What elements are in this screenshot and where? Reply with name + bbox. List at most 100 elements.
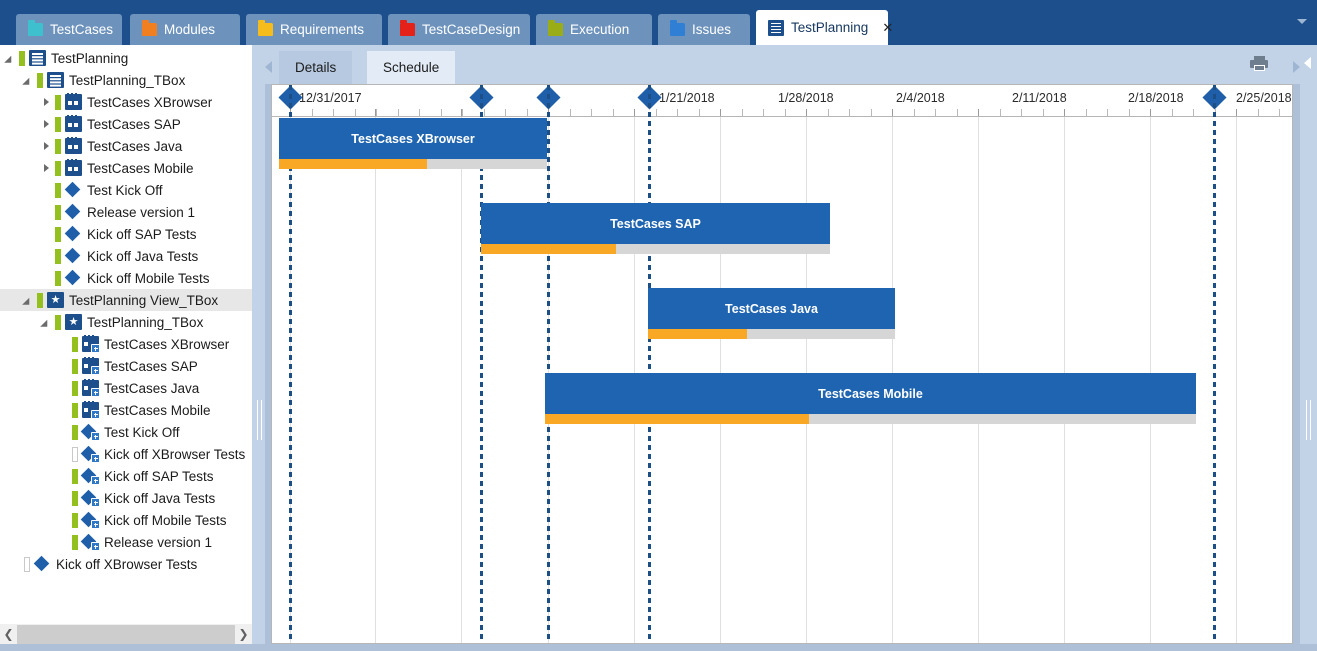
- expander-open-icon[interactable]: [42, 317, 53, 328]
- tree-node[interactable]: Release version 1: [0, 201, 252, 223]
- tree-node[interactable]: Kick off Mobile Tests: [0, 267, 252, 289]
- status-flag: [55, 314, 61, 330]
- timeline-tick: [355, 109, 356, 116]
- status-flag: [72, 358, 78, 374]
- tree-node-label: TestPlanning_TBox: [69, 72, 186, 88]
- timeline-tick: [570, 109, 571, 116]
- expander-closed-icon[interactable]: [42, 141, 53, 152]
- tree-node[interactable]: ★TestPlanning_TBox: [0, 311, 252, 333]
- tab-modules[interactable]: Modules: [130, 14, 240, 45]
- folder-icon: [548, 20, 563, 36]
- gantt-task-bar[interactable]: TestCases XBrowser: [279, 118, 547, 169]
- milestone-line: [289, 85, 292, 643]
- tree-node[interactable]: TestCases XBrowser: [0, 333, 252, 355]
- tree-node[interactable]: Kick off Java Tests: [0, 487, 252, 509]
- tree-node[interactable]: Test Kick Off: [0, 179, 252, 201]
- tree-node[interactable]: TestPlanning_TBox: [0, 69, 252, 91]
- tab-testcases[interactable]: TestCases: [16, 14, 122, 45]
- tree-node[interactable]: Kick off XBrowser Tests: [0, 443, 252, 465]
- close-icon[interactable]: ✕: [882, 19, 894, 35]
- tree-node[interactable]: ★TestPlanning View_TBox: [0, 289, 252, 311]
- expander-open-icon[interactable]: [6, 53, 17, 64]
- timeline-tick: [742, 109, 743, 116]
- caret-right-icon[interactable]: [1293, 61, 1300, 73]
- scrollbar-thumb[interactable]: [17, 625, 235, 644]
- tree-node[interactable]: Kick off SAP Tests: [0, 223, 252, 245]
- caret-left-icon[interactable]: [265, 61, 272, 73]
- scroll-left-button[interactable]: ❮: [0, 624, 17, 645]
- task-bar-label: TestCases Mobile: [545, 373, 1196, 414]
- gantt-task-bar[interactable]: TestCases Java: [648, 288, 895, 339]
- status-flag: [72, 534, 78, 550]
- right-scroll-column[interactable]: [1300, 45, 1317, 644]
- diamond-add-icon: [80, 445, 100, 463]
- calendar-add-icon: [82, 357, 100, 375]
- tab-issues[interactable]: Issues: [658, 14, 750, 45]
- tab-requirements[interactable]: Requirements: [246, 14, 382, 45]
- expander-closed-icon[interactable]: [42, 119, 53, 130]
- timeline-tick: [1279, 109, 1280, 116]
- expander-open-icon[interactable]: [24, 295, 35, 306]
- timeline-tick: [1107, 109, 1108, 116]
- gantt-task-bar[interactable]: TestCases SAP: [481, 203, 830, 254]
- right-splitter-grip[interactable]: [1306, 400, 1311, 440]
- diamond-icon: [64, 247, 82, 264]
- tree-node-label: TestCases XBrowser: [104, 336, 230, 352]
- tree-node-label: Release version 1: [104, 534, 213, 550]
- tree-node[interactable]: TestPlanning: [0, 47, 252, 69]
- tree-node[interactable]: TestCases Java: [0, 135, 252, 157]
- timeline-tick-major: [461, 109, 462, 117]
- timeline-tick: [1000, 109, 1001, 116]
- splitter-grip[interactable]: [257, 400, 262, 440]
- status-flag: [72, 402, 78, 418]
- timeline-label: 12/31/2017: [299, 91, 362, 105]
- status-flag: [72, 380, 78, 396]
- tree-node[interactable]: TestCases XBrowser: [0, 91, 252, 113]
- timeline-tick: [398, 109, 399, 116]
- tree-node[interactable]: Kick off Mobile Tests: [0, 509, 252, 531]
- expander-closed-icon[interactable]: [42, 163, 53, 174]
- timeline-tick: [677, 109, 678, 116]
- expander-open-icon[interactable]: [24, 75, 35, 86]
- timeline-label: 2/18/2018: [1128, 91, 1184, 105]
- calendar-icon: [65, 159, 82, 176]
- calendar-add-icon: [82, 379, 100, 397]
- folder-icon: [258, 20, 273, 36]
- tree-node[interactable]: Test Kick Off: [0, 421, 252, 443]
- print-icon[interactable]: [1250, 56, 1268, 71]
- tree-node[interactable]: TestCases SAP: [0, 113, 252, 135]
- tab-execution[interactable]: Execution: [536, 14, 652, 45]
- status-flag: [72, 490, 78, 506]
- status-flag: [72, 512, 78, 528]
- caret-left-icon[interactable]: [1304, 57, 1311, 69]
- tree-node[interactable]: TestCases Java: [0, 377, 252, 399]
- status-flag: [55, 116, 61, 132]
- tab-details[interactable]: Details: [279, 51, 353, 84]
- panel-splitter[interactable]: [252, 45, 265, 644]
- tree-node[interactable]: TestCases Mobile: [0, 399, 252, 421]
- scroll-right-button[interactable]: ❯: [235, 624, 252, 645]
- status-flag: [24, 556, 30, 572]
- tree-node-label: Kick off SAP Tests: [87, 226, 197, 242]
- tree-node[interactable]: Kick off SAP Tests: [0, 465, 252, 487]
- tree-node[interactable]: TestCases Mobile: [0, 157, 252, 179]
- diamond-icon: [64, 269, 82, 286]
- tree-node[interactable]: TestCases SAP: [0, 355, 252, 377]
- expander-closed-icon[interactable]: [42, 97, 53, 108]
- tab-schedule[interactable]: Schedule: [367, 51, 456, 84]
- tree-node[interactable]: Kick off XBrowser Tests: [0, 553, 252, 575]
- tree-node[interactable]: Release version 1: [0, 531, 252, 553]
- calendar-icon: [65, 93, 82, 110]
- chevron-down-icon[interactable]: [1297, 19, 1307, 24]
- tab-testcasedesign[interactable]: TestCaseDesign: [388, 14, 530, 45]
- calendar-add-icon: [82, 401, 100, 419]
- tab-testplanning-active[interactable]: TestPlanning✕: [756, 10, 893, 45]
- gantt-task-bar[interactable]: TestCases Mobile: [545, 373, 1196, 424]
- tree-node[interactable]: Kick off Java Tests: [0, 245, 252, 267]
- tree-horizontal-scrollbar[interactable]: ❮ ❯: [0, 623, 252, 645]
